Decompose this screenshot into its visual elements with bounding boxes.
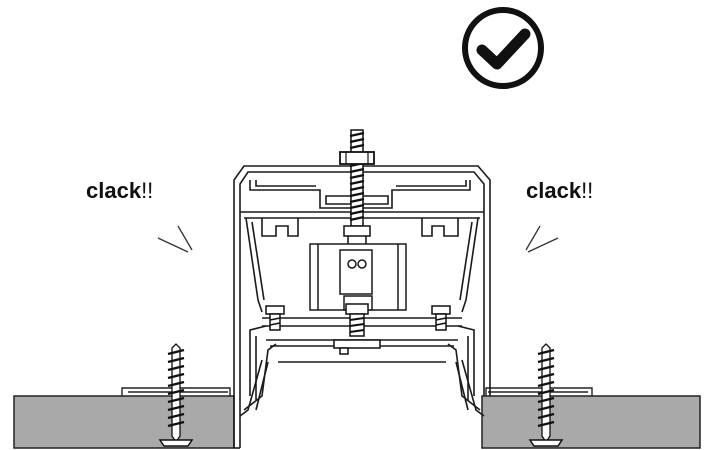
ceiling-panel-left: [13, 395, 235, 449]
ceiling-panel-right: [481, 395, 701, 449]
wood-screw-right: [528, 343, 564, 447]
check-circle-icon: [462, 7, 544, 89]
sound-lines-right: [525, 225, 559, 253]
rod-nut: [339, 151, 375, 165]
driver-module: [309, 243, 407, 311]
threaded-rod: [339, 129, 375, 244]
center-fixing-screw: [333, 303, 381, 355]
sound-lines-left: [157, 225, 193, 253]
clack-label-left: clack!!: [86, 178, 154, 203]
mounting-flange-right: [485, 387, 593, 396]
clack-label-right: clack!!: [526, 178, 594, 203]
wood-screw-left: [158, 343, 194, 447]
side-screw-left: [265, 305, 285, 331]
side-screw-right: [431, 305, 451, 331]
